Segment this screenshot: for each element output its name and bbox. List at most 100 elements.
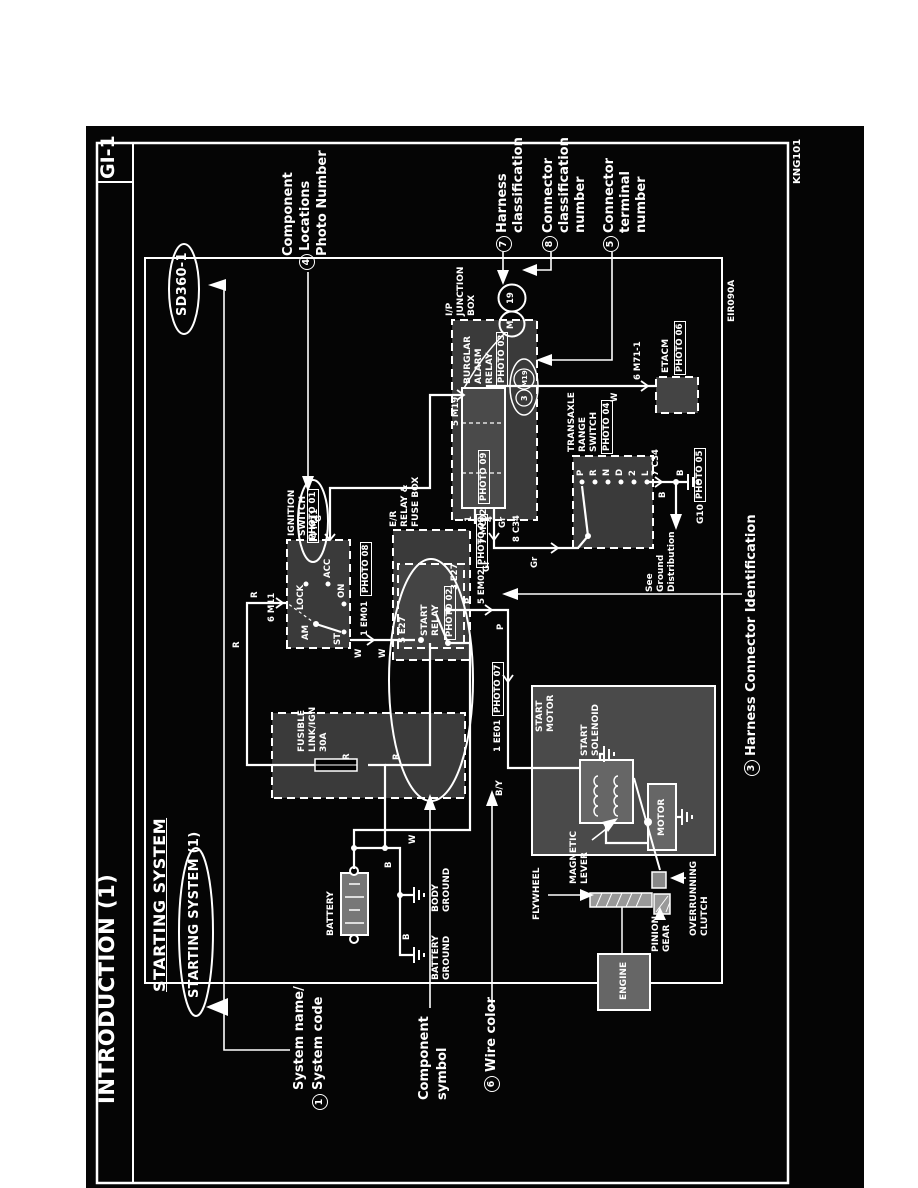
- callout-5-number: 5: [603, 236, 619, 252]
- wire-gr-2: Gr: [498, 516, 508, 528]
- connector-em02: 5 EM02: [477, 569, 487, 604]
- connector-m11-right: 4 M11: [310, 508, 320, 538]
- callout-1-line1: System name/: [292, 986, 307, 1090]
- page-border: [95, 141, 790, 1185]
- ignition-on: ON: [337, 583, 347, 598]
- fusible-link-line3: 30A: [319, 732, 329, 753]
- connector-mc02: 7 MC02: [479, 508, 489, 544]
- start-solenoid-line1: START: [580, 724, 590, 756]
- connector-chevrons: [275, 380, 664, 684]
- connector-e27-coil: 5 E27: [398, 616, 408, 643]
- diagram-code: EIR090A: [727, 279, 737, 322]
- fusible-link-line1: FUSIBLE: [297, 709, 307, 752]
- transaxle-line3: SWITCH: [589, 411, 599, 452]
- pinion-line2: GEAR: [662, 924, 672, 952]
- wire-p-1: P: [464, 597, 474, 604]
- ignition-line1: IGNITION: [287, 489, 297, 536]
- flywheel-label: FLYWHEEL: [532, 867, 542, 921]
- callout-4-number: 4: [299, 254, 315, 270]
- callout-1-line2: System code: [311, 996, 326, 1090]
- range-pos-d: D: [615, 468, 625, 476]
- callout-1-number: 1: [312, 1094, 328, 1110]
- wire-by-1: B/Y: [495, 780, 505, 796]
- wire-b-3: B: [658, 491, 668, 498]
- callout-8-line1: Connector: [541, 157, 556, 233]
- engine-symbol: [597, 953, 651, 1011]
- transaxle-line1: TRANSAXLE: [567, 392, 577, 452]
- connector-mc02-photo: PHOTO 09: [478, 449, 490, 504]
- ignition-lock: LOCK: [296, 584, 306, 610]
- page-title: INTRODUCTION (1): [95, 873, 119, 1104]
- callout-6-number: 6: [484, 1076, 500, 1092]
- range-pos-p: P: [576, 469, 586, 476]
- start-relay-photo: PHOTO 02: [444, 585, 456, 640]
- start-motor-line2: MOTOR: [546, 694, 556, 732]
- wire-r-3: R: [232, 641, 242, 648]
- etacm-label: ETACM: [661, 338, 671, 373]
- m19-number-circle: [497, 283, 527, 313]
- range-pos-r: R: [589, 469, 599, 476]
- ignition-am: AM: [301, 624, 311, 640]
- see-ground-line3: Distribution: [667, 531, 677, 592]
- wire-w-3: W: [378, 648, 388, 658]
- connector-m19-pin: 5 M19: [451, 396, 461, 426]
- wire-r-1: R: [342, 753, 352, 760]
- battery-symbol: [340, 872, 369, 936]
- connector-ee01-photo: PHOTO 07: [492, 661, 504, 716]
- ip-junction-line3: BOX: [467, 294, 477, 316]
- burglar-photo: PHOTO 03: [496, 331, 508, 386]
- system-name-oval: [178, 847, 214, 1017]
- flywheel-rack: [589, 892, 653, 908]
- body-ground-line1: BODY: [431, 884, 441, 912]
- etacm-pin: 6 M71-1: [633, 341, 643, 380]
- callout-4-line3: Photo Number: [315, 150, 330, 256]
- component-symbol-line1: Component: [417, 1016, 432, 1100]
- callout-4-line2: Locations: [298, 180, 313, 251]
- m19-id-text: M19: [521, 370, 529, 387]
- start-motor-line1: START: [535, 700, 545, 732]
- fusible-link-line2: LINK/IGN: [308, 706, 318, 752]
- callout-8-line3: number: [573, 176, 588, 233]
- wire-b-2: B: [402, 933, 412, 940]
- connector-m11-top: 6 M11: [267, 592, 277, 622]
- wire-r-2: R: [392, 753, 402, 760]
- transaxle-line2: RANGE: [578, 417, 588, 452]
- photo01-oval: [297, 479, 329, 563]
- system-code-oval: [168, 243, 200, 335]
- component-symbol-line2: symbol: [435, 1047, 450, 1100]
- overrunning-clutch-symbol: [651, 871, 667, 889]
- start-relay-line2: RELAY: [431, 604, 441, 636]
- magnetic-lever-line1: MAGNETIC: [569, 830, 579, 884]
- callout-5-line1: Connector: [602, 157, 617, 233]
- overrunning-line1: OVERRUNNING: [689, 860, 699, 936]
- callout-5-line2: terminal: [618, 171, 633, 233]
- wire-g-1: G: [314, 515, 324, 522]
- callout-3-text: Harness Connector Identification: [744, 514, 759, 756]
- connector-em01-photo: PHOTO 08: [360, 541, 372, 596]
- er-box-line3: FUSE BOX: [411, 476, 421, 527]
- ground-symbols: [413, 474, 699, 963]
- wire-gr-1: Gr: [482, 560, 492, 572]
- wire-b-1: B: [384, 861, 394, 868]
- connector-c34-out: 7 C34: [651, 449, 661, 476]
- m19-terminal-oval: [509, 358, 539, 416]
- callout-8-line2: classification: [557, 137, 572, 233]
- burglar-line3: RELAY: [485, 352, 495, 384]
- callout-7-line2: classification: [511, 137, 526, 233]
- m19-pointer-curve: [463, 332, 506, 389]
- corner-code: KNG101: [792, 138, 803, 184]
- see-ground-line2: Ground: [656, 554, 666, 592]
- wire-r-4: R: [250, 591, 260, 598]
- wire-b-4: B: [676, 469, 686, 476]
- g10-photo: PHOTO 05: [694, 447, 706, 502]
- arrowheads: [206, 264, 684, 1016]
- connector-em01: 1 EM01: [360, 601, 370, 636]
- see-ground-line1: See: [645, 573, 655, 592]
- start-solenoid-symbol: [579, 759, 634, 824]
- transaxle-range-switch-box: [572, 455, 654, 549]
- wire-p-2: P: [496, 623, 506, 630]
- callout-4-line1: Component: [281, 172, 296, 256]
- motor-label: MOTOR: [657, 798, 667, 836]
